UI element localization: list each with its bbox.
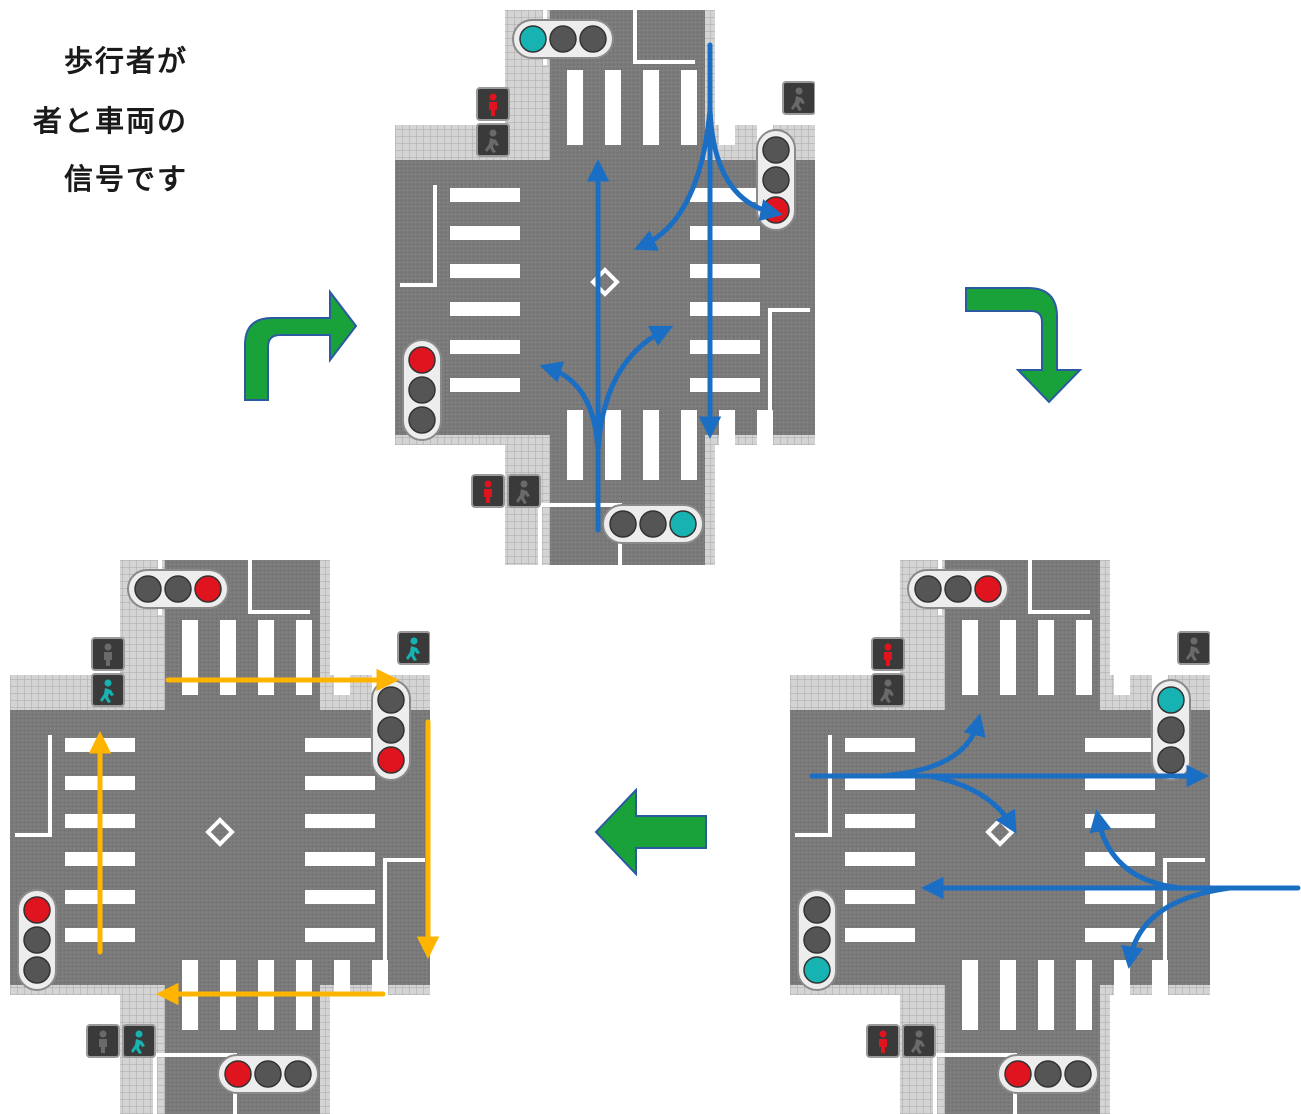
ped-signal-bottom-right xyxy=(827,425,859,493)
vehicle-signal-right xyxy=(1151,679,1191,781)
cycle-arrow-right-down xyxy=(965,287,1083,404)
vehicle-signal-top xyxy=(127,569,229,609)
vehicle-flow-east-right-turn xyxy=(927,773,1017,834)
vehicle-signal-top xyxy=(907,569,1009,609)
vehicle-signal-left xyxy=(797,889,837,991)
steering-wheel-icon xyxy=(485,980,511,1006)
caption-text: 歩行者が 者と車両の 信号です xyxy=(0,0,260,220)
ped-signal-top-left xyxy=(871,637,905,707)
ped-signal-top-right xyxy=(1177,631,1210,665)
vehicle-flow-south-left-turn xyxy=(707,107,783,222)
ped-signal-top-left xyxy=(91,637,125,707)
caption-line-1: 歩行者が xyxy=(63,44,188,78)
intersection-bottom-left xyxy=(10,560,511,1114)
vehicle-flow-east-left-turn xyxy=(877,713,986,779)
vehicle-flow-west-right-turn xyxy=(1089,809,1183,891)
cycle-arrow-up-right xyxy=(244,289,358,401)
vehicle-signal-bottom xyxy=(217,1054,319,1094)
ped-signal-top-right xyxy=(397,631,430,665)
vehicle-signal-bottom xyxy=(997,1054,1099,1094)
caption-line-2: 者と車両の xyxy=(32,104,188,138)
steering-wheel-icon xyxy=(870,430,896,456)
vehicle-flow-south-right-turn xyxy=(633,107,713,251)
ped-signal-bottom-left xyxy=(866,1024,936,1058)
vehicle-signal-right xyxy=(756,129,796,231)
vehicle-signal-left xyxy=(17,889,57,991)
intersection-bottom-right xyxy=(790,560,1291,1114)
crosswalk xyxy=(65,620,388,1030)
vehicle-signal-bottom xyxy=(602,504,704,544)
vehicle-signal-right xyxy=(371,679,411,781)
ped-signal-bottom-left xyxy=(471,474,541,508)
vehicle-signal-left xyxy=(402,339,442,441)
ped-signal-bottom-right xyxy=(442,975,474,1043)
vehicle-signal-top xyxy=(512,19,614,59)
intersection-top xyxy=(395,10,896,565)
ped-signal-bottom-left xyxy=(86,1024,156,1058)
steering-wheel-icon xyxy=(1265,980,1291,1006)
caption-line-3: 信号です xyxy=(63,162,188,196)
ped-signal-bottom-right xyxy=(1222,975,1254,1043)
vehicle-flow-right-turn xyxy=(595,325,674,453)
crosswalk xyxy=(845,620,1168,1030)
cycle-arrow-left xyxy=(594,787,707,877)
vehicle-flow-left-turn xyxy=(539,361,601,453)
vehicle-flow-west-left-turn xyxy=(1121,885,1233,969)
ped-signal-top-left xyxy=(476,87,510,157)
ped-signal-top-right xyxy=(782,81,815,115)
